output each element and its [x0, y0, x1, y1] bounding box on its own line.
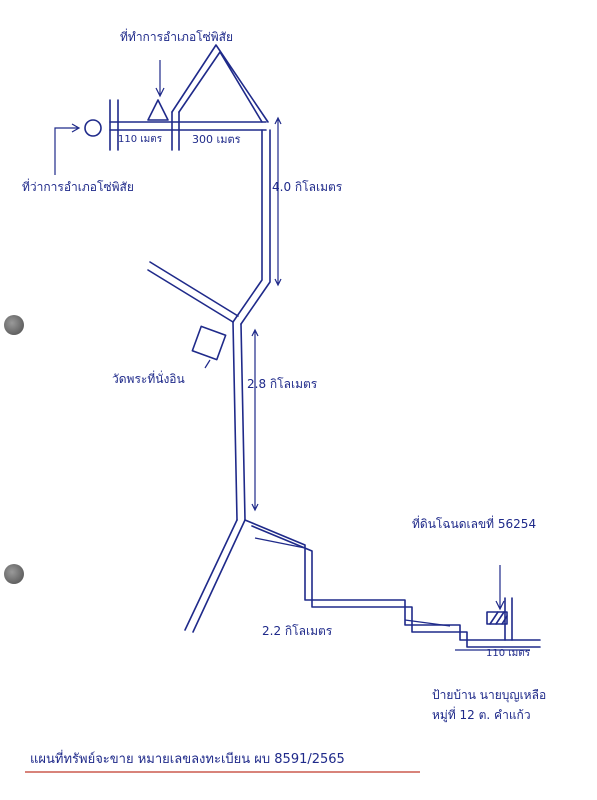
- district-office-label: ที่ว่าการอำเภอโซ่พิสัย: [22, 180, 134, 194]
- top-road: [109, 121, 267, 131]
- distance-110-bottom-label: 110 เมตร: [486, 648, 531, 659]
- plot-number-label: ที่ดินโฉนดเลขที่ 56254: [412, 517, 537, 531]
- distance-2-2-label: 2.2 กิโลเมตร: [262, 624, 333, 638]
- temple-label: วัดพระที่นั่งอิน: [112, 372, 185, 386]
- temple-plot: [191, 325, 227, 361]
- house-label-line2: หมู่ที่ 12 ต. คำแก้ว: [432, 708, 531, 722]
- property-road: [504, 597, 513, 641]
- map-caption: แผนที่ทรัพย์จะขาย หมายเลขลงทะเบียน ผบ 85…: [30, 752, 345, 767]
- pointer-arrow-plot: [495, 565, 505, 611]
- stepped-road: [244, 519, 541, 648]
- branch-road: [147, 261, 239, 323]
- org-circle-icon: [84, 119, 102, 137]
- main-road-middle: [232, 321, 246, 521]
- main-road-upper: [232, 129, 271, 325]
- pointer-arrow-top: [155, 60, 165, 98]
- junction-road: [171, 111, 180, 151]
- distance-110-top-label: 110 เมตร: [118, 134, 163, 145]
- binder-hole-icon: [4, 564, 24, 584]
- lower-branch-road: [184, 519, 246, 633]
- pointer-arrow-left: [54, 123, 81, 175]
- binder-hole-icon: [4, 315, 24, 335]
- pointer-arrow-temple: [204, 359, 211, 369]
- dim-arrow-2-2: [254, 537, 451, 627]
- org-top-label: ที่ทำการอำเภอโซ่พิสัย: [120, 30, 234, 44]
- house-label-line1: ป้ายบ้าน นายบุญเหลือ: [432, 688, 547, 702]
- distance-4-0-label: 4.0 กิโลเมตร: [272, 180, 343, 194]
- dim-arrow-2-8: [251, 328, 259, 512]
- loop-road: [171, 44, 269, 123]
- distance-2-8-label: 2.8 กิโลเมตร: [247, 377, 318, 391]
- land-plot: [486, 611, 508, 625]
- distance-300-label: 300 เมตร: [192, 133, 241, 146]
- left-road: [109, 99, 119, 151]
- district-office-icon: [147, 99, 169, 121]
- dim-arrow-4-0: [274, 116, 282, 287]
